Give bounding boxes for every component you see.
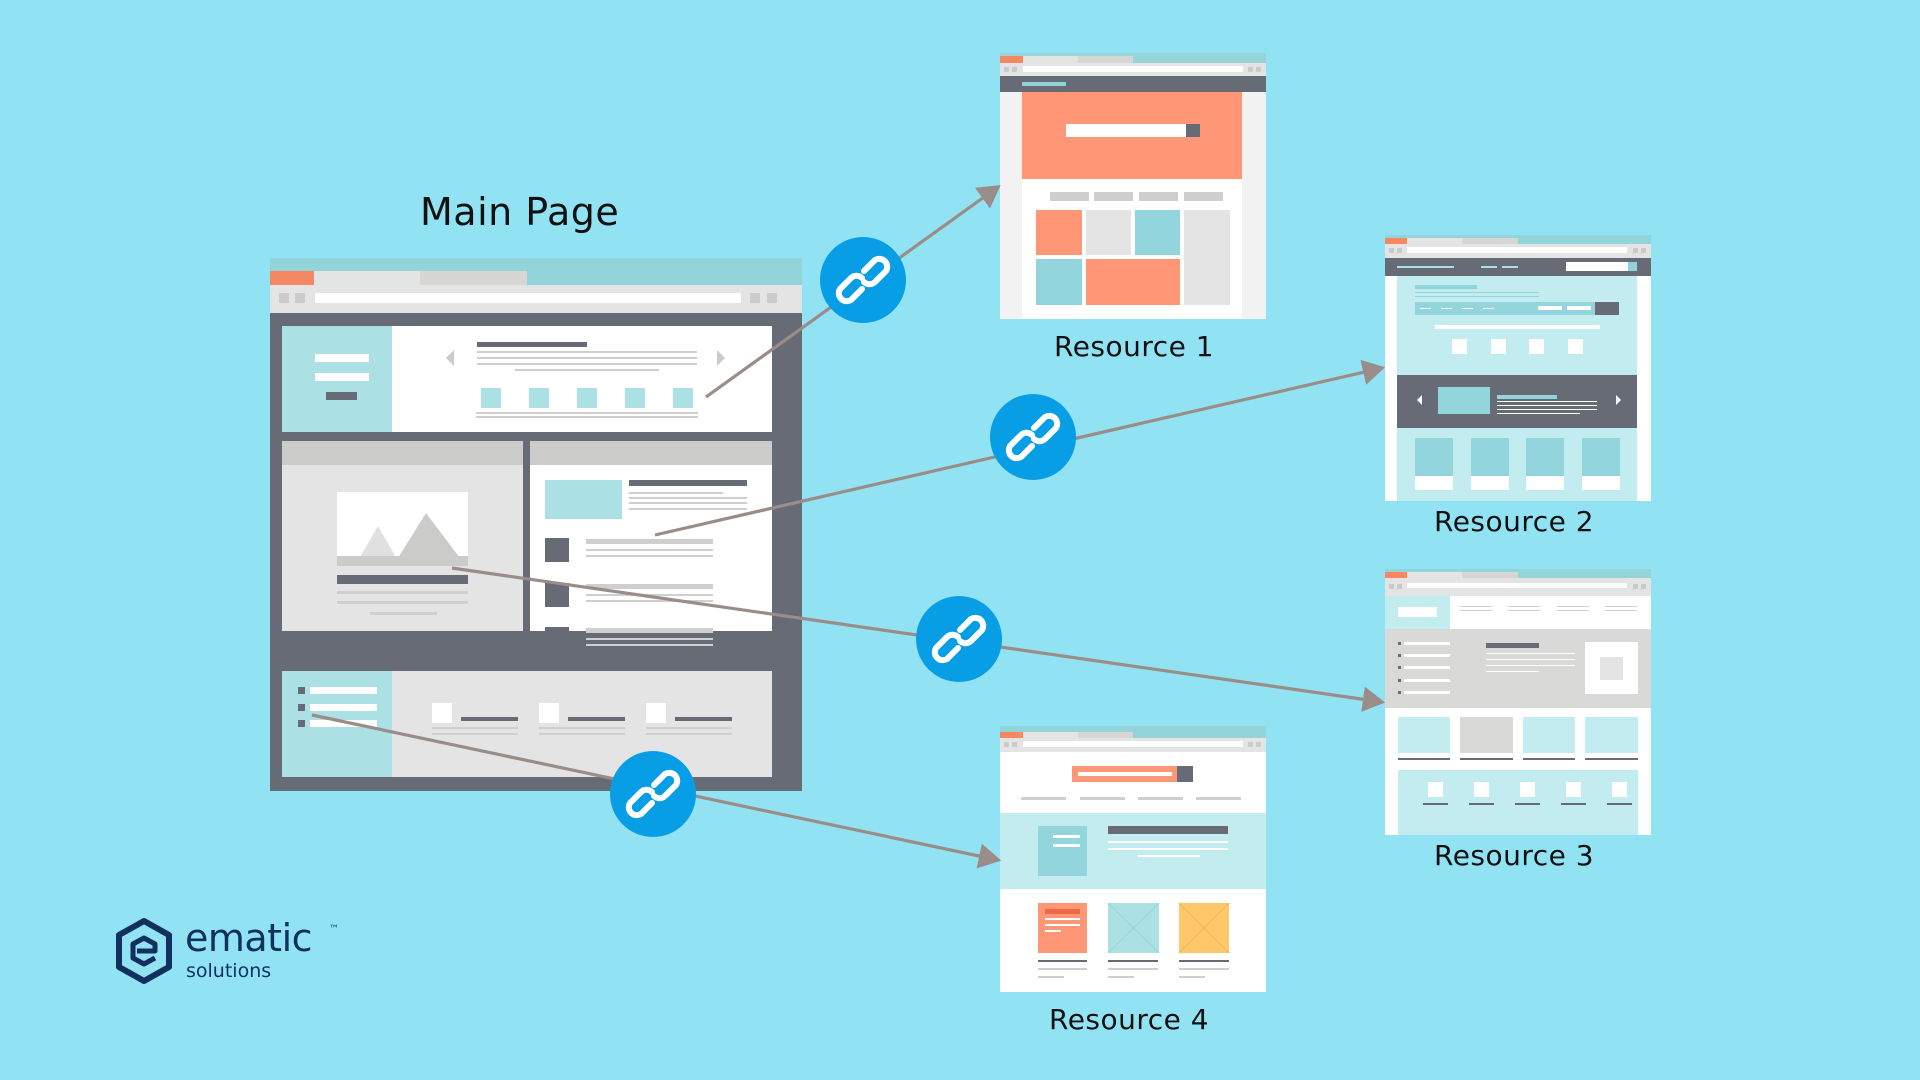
chain-link-icon — [1005, 412, 1061, 462]
chain-link-icon — [835, 255, 891, 305]
chain-link-icon — [931, 614, 987, 664]
resource-4-label: Resource 4 — [1049, 1003, 1210, 1036]
chain-link-icon — [625, 769, 681, 819]
resource-1-mockup — [1000, 53, 1266, 319]
main-page-label: Main Page — [420, 190, 620, 234]
link-icon-resource-2[interactable] — [990, 394, 1076, 480]
logo-wordmark: ematic — [185, 916, 313, 960]
main-page-mockup — [270, 258, 802, 791]
link-icon-resource-4[interactable] — [610, 751, 696, 837]
ematic-hexagon-logo-icon — [116, 918, 172, 984]
placeholder-image-icons — [1107, 902, 1230, 954]
resource-1-label: Resource 1 — [1054, 330, 1215, 363]
resource-3-mockup — [1385, 569, 1651, 835]
resource-4-mockup — [1000, 726, 1266, 992]
link-icon-resource-3[interactable] — [916, 596, 1002, 682]
logo-subtitle: solutions — [186, 960, 272, 982]
ematic-logo: ematic ™ solutions — [115, 916, 355, 984]
resource-2-mockup — [1385, 235, 1651, 501]
resource-3-label: Resource 3 — [1434, 839, 1595, 872]
logo-trademark: ™ — [329, 924, 339, 935]
mountain-image-icon — [337, 513, 468, 566]
link-icon-resource-1[interactable] — [820, 237, 906, 323]
resource-2-label: Resource 2 — [1434, 505, 1595, 538]
